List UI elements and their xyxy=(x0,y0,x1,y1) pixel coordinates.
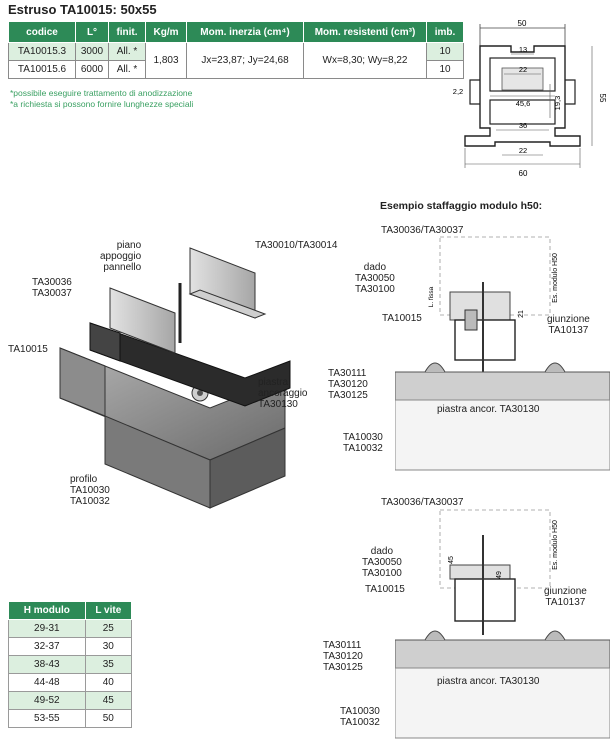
cell-imb: 10 xyxy=(426,42,464,61)
header-resistenti: Mom. resistenti (cm³) xyxy=(303,21,427,43)
dim-slot-inner: 22 xyxy=(519,65,527,74)
cell-codice: TA10015.3 xyxy=(8,42,76,61)
spec-row: TA10015.6 6000 All. * 10 xyxy=(8,60,464,79)
label-ex1-profile: TA10015 xyxy=(382,313,422,324)
dim-left-depth: 2,2 xyxy=(453,87,463,96)
h-modulo-table: H modulo L vite 29-31 25 32-37 30 38-43 … xyxy=(8,601,133,728)
spec-table: codice L° finit. Kg/m Mom. inerzia (cm⁴)… xyxy=(8,21,464,79)
notes: *possibile eseguire trattamento di anodi… xyxy=(10,88,193,110)
label-profile-code: TA10015 xyxy=(8,344,48,355)
cell-inerzia: Jx=23,87; Jy=24,68 xyxy=(186,42,304,79)
assembly-illustration xyxy=(59,247,291,509)
cell-finit: All. * xyxy=(108,42,146,61)
dim-height: 55 xyxy=(598,94,607,103)
table-row: 32-37 30 xyxy=(8,637,133,656)
dim-bottom-width: 60 xyxy=(519,169,528,178)
dim-inner-height: 19,3 xyxy=(553,96,562,111)
header-imb: imb. xyxy=(426,21,464,43)
table-row: 53-55 50 xyxy=(8,709,133,728)
label-clamp-code: TA30010/TA30014 xyxy=(255,240,338,251)
cell-length: 6000 xyxy=(75,60,109,79)
cell-l: 25 xyxy=(84,619,133,638)
cell-length: 3000 xyxy=(75,42,109,61)
dim-bottom-slot: 22 xyxy=(519,146,527,155)
header-codice: codice xyxy=(8,21,76,43)
label-ex1-clamp: TA30036/TA30037 xyxy=(381,225,464,236)
table-row: 29-31 25 xyxy=(8,619,133,638)
cell-kgm: 1,803 xyxy=(145,42,187,79)
text-es-modulo: Es. modulo H50 xyxy=(552,253,559,303)
dim-slot-top: 13 xyxy=(519,45,527,54)
spec-header-row: codice L° finit. Kg/m Mom. inerzia (cm⁴)… xyxy=(8,21,464,43)
label-ex2-profile: TA10015 xyxy=(365,584,405,595)
cell-h: 38-43 xyxy=(8,655,86,674)
cell-h: 49-52 xyxy=(8,691,86,710)
header-l-vite: L vite xyxy=(84,601,133,620)
cell-l: 40 xyxy=(84,673,133,692)
label-ex1-piastra: piastra ancor. TA30130 xyxy=(437,404,540,415)
note-lengths: *a richiesta si possono fornire lunghezz… xyxy=(10,99,194,109)
table-row: 38-43 35 xyxy=(8,655,133,674)
header-length: L° xyxy=(75,21,109,43)
cell-l: 35 xyxy=(84,655,133,674)
dim-top-width: 50 xyxy=(518,19,527,28)
cell-h: 32-37 xyxy=(8,637,86,656)
label-ex2-piastra: piastra ancor. TA30130 xyxy=(437,676,540,687)
cell-finit: All. * xyxy=(108,60,146,79)
example-drawing-top: Es. modulo H50 L. fissa 21 xyxy=(395,236,610,471)
page-title: Estruso TA10015: 50x55 xyxy=(8,2,157,17)
text-dim-45: 45 xyxy=(448,556,455,564)
h-table-header: H modulo L vite xyxy=(8,601,133,620)
dim-inner-width: 45,6 xyxy=(516,99,531,108)
table-row: 44-48 40 xyxy=(8,673,133,692)
label-ex2-clamp: TA30036/TA30037 xyxy=(381,497,464,508)
header-kgm: Kg/m xyxy=(145,21,187,43)
text-dim-49: 49 xyxy=(496,571,503,579)
example-drawing-bottom: Es. modulo H50 45 49 xyxy=(395,509,610,739)
table-row: 49-52 45 xyxy=(8,691,133,710)
header-inerzia: Mom. inerzia (cm⁴) xyxy=(186,21,304,43)
cell-l: 30 xyxy=(84,637,133,656)
cell-h: 53-55 xyxy=(8,709,86,728)
cell-h: 29-31 xyxy=(8,619,86,638)
note-anodizing: *possibile eseguire trattamento di anodi… xyxy=(10,88,193,98)
header-h-modulo: H modulo xyxy=(8,601,86,620)
example-title: Esempio staffaggio modulo h50: xyxy=(380,200,543,212)
cell-resistenti: Wx=8,30; Wy=8,22 xyxy=(303,42,427,79)
dim-mid-width: 36 xyxy=(519,121,527,130)
header-finit: finit. xyxy=(108,21,146,43)
text-dim-21: 21 xyxy=(518,310,525,318)
cell-l: 50 xyxy=(84,709,133,728)
spec-row: TA10015.3 3000 All. * 1,803 Jx=23,87; Jy… xyxy=(8,42,464,79)
cell-h: 44-48 xyxy=(8,673,86,692)
text-l-fissa: L. fissa xyxy=(428,286,435,307)
cell-codice: TA10015.6 xyxy=(8,60,76,79)
cell-imb: 10 xyxy=(426,60,464,79)
text-es-modulo: Es. modulo H50 xyxy=(552,520,559,570)
cell-l: 45 xyxy=(84,691,133,710)
cross-section-drawing: 50 13 22 2,2 45,6 19,3 55 36 22 60 xyxy=(453,19,607,178)
